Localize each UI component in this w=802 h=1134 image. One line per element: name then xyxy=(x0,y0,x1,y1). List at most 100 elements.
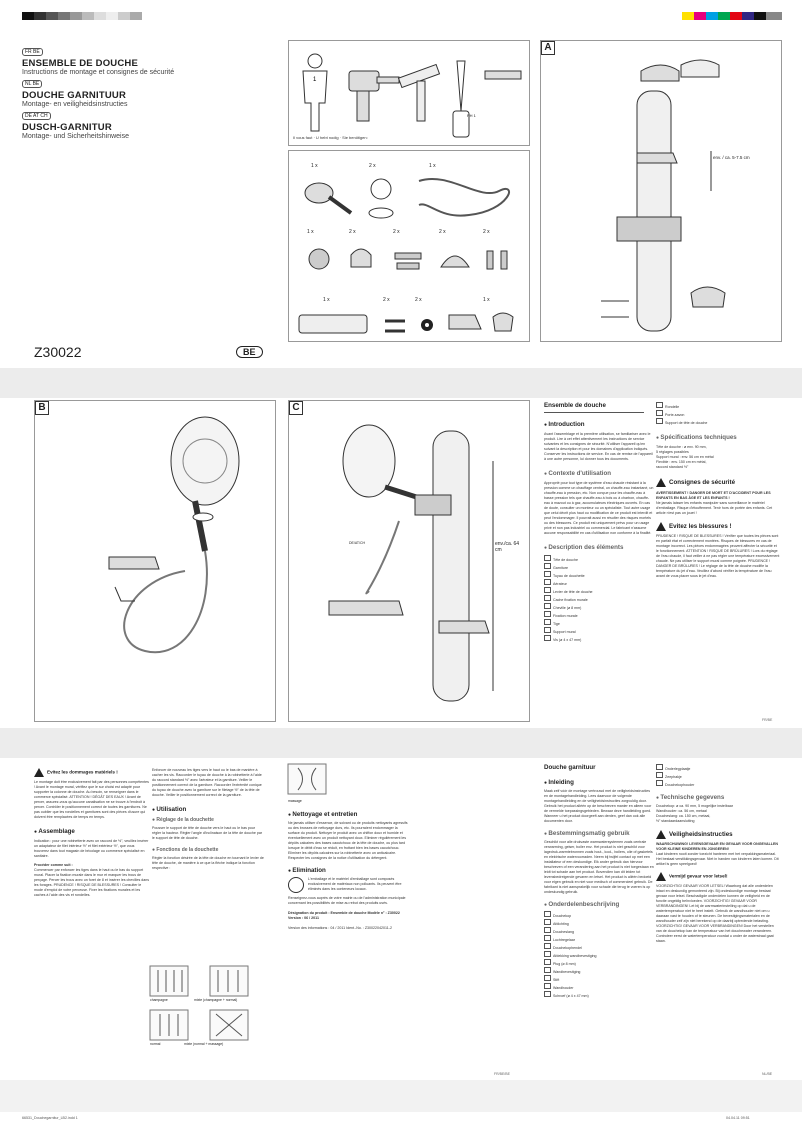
fr-intro-text: Avant l'assemblage et la première utilis… xyxy=(544,432,653,461)
item-number-box xyxy=(544,927,551,933)
item-number-box xyxy=(544,911,551,917)
panel-b: B xyxy=(34,400,276,722)
item-number-box xyxy=(544,935,551,941)
panel-c-label: C xyxy=(289,401,303,415)
item-number-box xyxy=(544,555,551,561)
title-nl: DOUCHE GARNITUUR xyxy=(22,90,127,101)
item-number-box xyxy=(544,967,551,973)
svg-text:1: 1 xyxy=(313,77,317,83)
item-number-box xyxy=(544,635,551,641)
title-de: DUSCH-GARNITUR xyxy=(22,122,112,133)
nl-safety-title: Veiligheidsinstructies xyxy=(656,830,780,839)
item-number-box xyxy=(544,975,551,981)
list-item: ½" standaardaansluiting xyxy=(656,819,695,823)
title-fr: ENSEMBLE DE DOUCHE xyxy=(22,58,139,69)
fr-disposal-text-2: Renseignez-vous auprès de votre mairie o… xyxy=(288,896,406,905)
list-item: Wandhouder: ca. 56 cm, metaal xyxy=(656,809,707,813)
panel-a: A env. / ca. 5-7.5 cm xyxy=(540,40,782,342)
panel-c-region: DE/AT/CH xyxy=(349,541,366,545)
fr-clean-title: Nettoyage et entretien xyxy=(288,811,410,818)
header-fr: FR BE ENSEMBLE DE DOUCHE Instructions de… xyxy=(22,40,272,76)
list-item: Luchtregelaar xyxy=(544,935,654,943)
color-calibration-bar-right xyxy=(682,12,782,20)
list-item: Doucheslang: ca. 150 cm, metaal, xyxy=(656,814,711,818)
footer-file: 66531_Douchegarnitur_LB2.indd 1 xyxy=(22,1116,78,1120)
panel-c-dimension: env./ca. 64 cm xyxy=(495,541,520,553)
nl-intro-title: Inleiding xyxy=(544,779,654,786)
list-item: Support de tête de douche xyxy=(656,418,780,426)
nl-intro-text: Maak zelf vóór de montage vertrouwd met … xyxy=(544,789,652,823)
list-item: Tête de douche : ø env. 90 mm, xyxy=(656,445,707,449)
list-item: Wandbevestiging xyxy=(544,967,654,975)
list-item: Douchekophouder xyxy=(656,780,780,788)
fr-disposal-title: Elimination xyxy=(288,867,410,874)
country-badge: BE xyxy=(236,346,263,358)
tools-box: 1 PH 1 Il vous faut · U hebt nodig · Sie… xyxy=(288,40,530,146)
nl-danger-line: WAARSCHUWING! LEVENSGEVAAR EN GEVAAR VOO… xyxy=(656,842,778,851)
fr-col2-text: Enfoncer de nouveau les tiges vers le ha… xyxy=(152,768,262,797)
list-item: Douchekophendel xyxy=(544,943,654,951)
tools-illustration: 1 xyxy=(302,53,522,138)
count-9: 1 x xyxy=(323,297,330,303)
fr-func-title: Fonctions de la douchette xyxy=(152,847,264,853)
count-3: 1 x xyxy=(429,163,436,169)
item-number-box xyxy=(544,943,551,949)
fr-version: Version des informations : 04 / 2011 Ide… xyxy=(288,926,392,930)
fr-heading: Ensemble de douche xyxy=(544,402,606,409)
count-8: 2 x xyxy=(483,229,490,235)
count-2: 2 x xyxy=(369,163,376,169)
fr-context-title: Contexte d'utilisation xyxy=(544,470,654,477)
list-item: Tête de douche xyxy=(544,555,654,563)
fr-assembly-text: Indication : pour une robinetterie avec … xyxy=(34,839,149,858)
middle-grey-band xyxy=(0,728,802,758)
fr-designation: Désignation du produit : Ensemble de dou… xyxy=(288,911,400,920)
fr-adjust-title: Réglage de la douchette xyxy=(152,817,264,823)
count-4: 1 x xyxy=(307,229,314,235)
warning-icon xyxy=(656,872,666,881)
fr-context-text: Approprié pour tout type de système d'ea… xyxy=(544,481,654,535)
fr-damage-title: Evitez les dommages matériels ! xyxy=(34,768,150,777)
panel-c-illustration xyxy=(328,424,494,702)
list-item: Garniture xyxy=(544,563,654,571)
fr-page-number-2: FR/BE/BE xyxy=(494,1072,510,1076)
subtitle-nl: Montage- en veiligheidsinstructies xyxy=(22,101,128,108)
mode-2: mixte (champagne + normal) xyxy=(194,998,238,1002)
nl-use-text: Geschikt voor alle drukvaste warmwatersy… xyxy=(544,840,654,894)
tools-caption: Il vous faut · U hebt nodig · Sie benöti… xyxy=(293,135,368,140)
parts-illustration xyxy=(298,178,514,334)
nl-use-title: Bestemmingsmatig gebruik xyxy=(544,830,654,837)
fr-adjust-text: Pousser le support de tête de douche ver… xyxy=(152,826,263,840)
item-number-box xyxy=(544,983,551,989)
fr-assembly-title: Assemblage xyxy=(34,828,150,835)
fr-intro-title: Introduction xyxy=(544,421,654,428)
nl-spec-title: Technische gegevens xyxy=(656,794,780,801)
count-5: 2 x xyxy=(349,229,356,235)
list-item: Zeephakje xyxy=(656,772,780,780)
recycle-icon xyxy=(288,877,304,893)
language-badges-de: DE AT CH xyxy=(22,104,272,122)
top-grey-band xyxy=(0,368,802,398)
language-badges-fr: FR BE xyxy=(22,40,272,58)
nl-injury-title: Vermijd gevaar voor letsel! xyxy=(656,872,780,881)
nl-page-number: NL/BE xyxy=(762,1072,773,1076)
list-item: Schroef (ø 4 x 47 mm) xyxy=(544,991,654,999)
fr-bottom-col-2: Enfoncer de nouveau les tiges vers le ha… xyxy=(152,768,264,871)
item-number-box xyxy=(544,579,551,585)
list-item: Douchekop xyxy=(544,911,654,919)
warning-icon xyxy=(656,478,666,487)
list-item: Plug (ø 8 mm) xyxy=(544,959,654,967)
fr-clean-text: Ne jamais utiliser d'essence, de solvant… xyxy=(288,821,408,860)
language-badges-nl: NL BE xyxy=(22,72,272,90)
fr-injury-title: Evitez les blessures ! xyxy=(656,522,780,531)
list-item: Onderlegplaatje xyxy=(656,764,780,772)
list-item: Afdichting xyxy=(544,919,654,927)
panel-a-label: A xyxy=(541,41,555,55)
item-number-box xyxy=(544,587,551,593)
item-number-box xyxy=(544,603,551,609)
list-item: Flexible : env. 150 cm en métal, xyxy=(656,460,707,464)
fr-injury-text: PRUDENCE ! RISQUE DE BLESSURES ! Vérifie… xyxy=(656,534,780,578)
